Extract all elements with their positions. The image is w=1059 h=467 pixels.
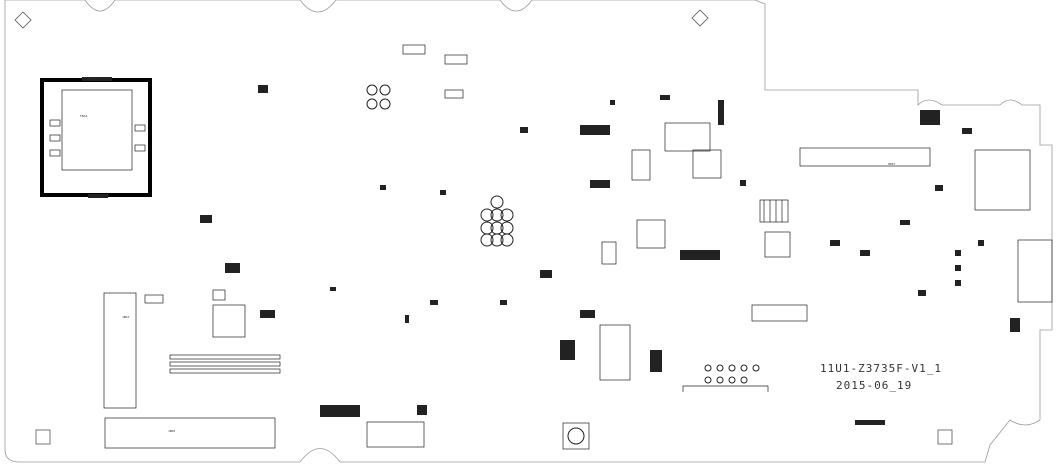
mounting-hole-bottom-right (937, 429, 953, 445)
chip-top-center-a (402, 44, 426, 55)
board-model-label: 11U1-Z3735F-V1_1 (820, 362, 942, 375)
module-far-right (1017, 239, 1053, 303)
connector-bottom-wide (104, 417, 276, 449)
chip-right-g (601, 241, 617, 265)
chip-small-b (212, 289, 226, 301)
connector-left-vertical (103, 292, 137, 409)
chip-right-e (764, 231, 791, 258)
module-right-bottom (751, 304, 808, 322)
chip-right-a (664, 122, 711, 152)
silkscreen-label: JBD2 (168, 429, 175, 433)
connector-bottom-small (366, 421, 425, 448)
chip-right-f (599, 324, 631, 381)
module-right-top (799, 147, 931, 167)
push-button (562, 422, 590, 450)
mounting-hole-top-left (14, 11, 32, 29)
board-date-label: 2015-06_19 (836, 379, 912, 392)
mounting-hole-top-mid (691, 9, 709, 27)
smd-pads (200, 85, 1020, 425)
chip-top-center-b (444, 54, 468, 65)
test-points-row (704, 364, 760, 384)
silkscreen-label: HD07 (888, 162, 895, 166)
silkscreen-label: JBD1 (122, 315, 129, 319)
mounting-hole-left-bottom (35, 429, 51, 445)
board-outline (4, 0, 1053, 463)
chip-right-b (692, 149, 722, 179)
chip-top-center-c (444, 89, 464, 99)
capacitor-rings-top (366, 84, 391, 110)
chip-right-c (636, 219, 666, 249)
capacitor-rings-center (480, 195, 514, 247)
resistor-array (169, 354, 281, 374)
usb-port (974, 149, 1031, 211)
silkscreen-label: FBA2 (80, 114, 87, 118)
chip-mid-left (212, 304, 246, 338)
silkscreen-label: CN11 (88, 76, 95, 80)
main-soc-frame (40, 77, 152, 198)
chip-small-a (144, 294, 164, 304)
striped-part (759, 199, 789, 223)
chip-right-d (631, 149, 651, 181)
mounting-holes (14, 9, 953, 445)
bracket-bottom-center (682, 385, 769, 392)
